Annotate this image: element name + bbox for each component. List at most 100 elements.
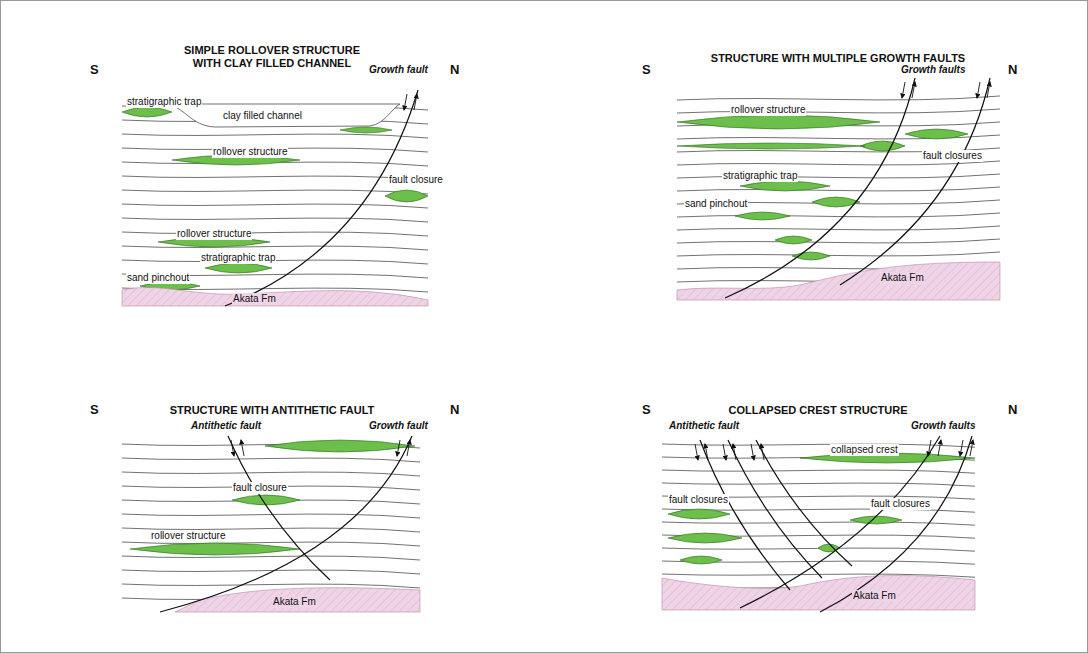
reservoir-lens <box>385 190 428 202</box>
stratum-line <box>122 232 428 236</box>
stratum-line <box>677 187 1000 191</box>
stratum-line <box>122 246 428 250</box>
stratum-line <box>662 483 975 486</box>
slip-arrow <box>241 440 244 456</box>
slip-arrow <box>733 444 736 460</box>
slip-arrow <box>902 82 905 98</box>
reservoir-lens <box>735 212 790 220</box>
stratum-line <box>677 96 1000 100</box>
reservoir-lens <box>677 143 865 149</box>
stratum-line <box>122 584 420 588</box>
direction-label: S <box>642 404 651 416</box>
formation-label: Akata Fm <box>880 272 925 284</box>
stratum-line <box>122 190 428 194</box>
stratum-line <box>122 556 420 560</box>
feature-label: fault closures <box>922 150 983 162</box>
direction-label: N <box>450 64 459 76</box>
akata-formation <box>175 588 420 612</box>
slip-arrow <box>695 444 698 460</box>
direction-label: N <box>450 404 459 416</box>
stratum-line <box>122 134 428 138</box>
stratum-line <box>677 239 1000 243</box>
reservoir-lens <box>668 533 742 543</box>
feature-label: fault closures <box>870 498 931 510</box>
feature-label: rollover structure <box>212 146 288 158</box>
slip-arrow <box>938 440 941 456</box>
growth-fault <box>225 90 418 306</box>
stratum-line <box>122 472 420 476</box>
feature-label: fault closure <box>232 482 288 494</box>
slip-arrow <box>723 444 726 460</box>
reservoir-lens <box>130 543 300 555</box>
akata-formation <box>677 262 1000 300</box>
panel-title: SIMPLE ROLLOVER STRUCTURE WITH CLAY FILL… <box>172 44 372 70</box>
reservoir-lens <box>677 115 880 129</box>
feature-label: sand pinchout <box>126 272 190 284</box>
slip-arrow <box>407 440 410 456</box>
feature-label: stratigraphic trap <box>200 252 276 264</box>
growth-fault <box>840 78 990 285</box>
growth-fault <box>160 436 412 612</box>
direction-label: N <box>1008 64 1017 76</box>
slip-arrow <box>928 440 931 456</box>
reservoir-lens <box>265 440 415 452</box>
slip-arrow <box>397 440 400 456</box>
reservoir-lens <box>232 495 300 505</box>
fault-label: Growth fault <box>368 420 429 432</box>
formation-label: Akata Fm <box>272 596 317 608</box>
strata-group <box>122 444 420 602</box>
fault-label: Growth faults <box>910 420 976 432</box>
fault-label: Growth fault <box>368 64 429 76</box>
feature-label: fault closure <box>388 174 444 186</box>
feature-label: stratigraphic trap <box>126 96 202 108</box>
antithetic-fault <box>228 436 330 580</box>
feature-label: fault closures <box>668 494 729 506</box>
fault-label: Antithetic fault <box>190 420 262 432</box>
slip-arrow <box>960 440 963 456</box>
formation-label: Akata Fm <box>852 590 897 602</box>
feature-label: rollover structure <box>176 228 252 240</box>
stratum-line <box>122 218 428 222</box>
reservoir-lens <box>205 263 272 273</box>
reservoir-lens <box>775 236 812 244</box>
strata-group <box>122 106 428 292</box>
antithetic-fault <box>756 440 852 566</box>
stratum-line <box>677 213 1000 217</box>
feature-label: sand pinchout <box>684 198 748 210</box>
stratum-line <box>122 458 420 462</box>
stratum-line <box>122 514 420 518</box>
growth-fault <box>820 436 972 612</box>
reservoir-lens <box>740 181 830 191</box>
panel-title: STRUCTURE WITH ANTITHETIC FAULT <box>112 404 432 417</box>
slip-arrow <box>705 444 708 460</box>
slip-arrow <box>970 440 973 456</box>
slip-arrow <box>761 444 764 460</box>
antithetic-fault <box>700 440 790 590</box>
stratum-line <box>122 176 428 180</box>
slip-arrow <box>404 94 407 110</box>
slip-arrow <box>912 82 915 98</box>
growth-fault <box>725 78 915 298</box>
reservoir-lens <box>792 252 830 260</box>
direction-label: S <box>90 64 99 76</box>
stratum-line <box>662 444 975 447</box>
feature-label: collapsed crest <box>830 444 899 456</box>
stratum-line <box>677 226 1000 230</box>
stratum-line <box>677 252 1000 256</box>
slip-arrow <box>987 82 990 98</box>
formation-label: Akata Fm <box>232 293 277 305</box>
akata-formation <box>122 288 428 306</box>
reservoir-lens <box>905 129 968 139</box>
stratum-line <box>662 470 975 473</box>
stratum-line <box>677 109 1000 113</box>
feature-label: clay filled channel <box>222 110 303 122</box>
slip-arrow <box>231 440 234 456</box>
reservoir-lens <box>340 127 392 133</box>
fault-label: Growth faults <box>900 64 966 76</box>
direction-label: N <box>1008 404 1017 416</box>
feature-label: rollover structure <box>150 530 226 542</box>
fault-label: Antithetic fault <box>668 420 740 432</box>
reservoir-lens <box>122 107 172 117</box>
